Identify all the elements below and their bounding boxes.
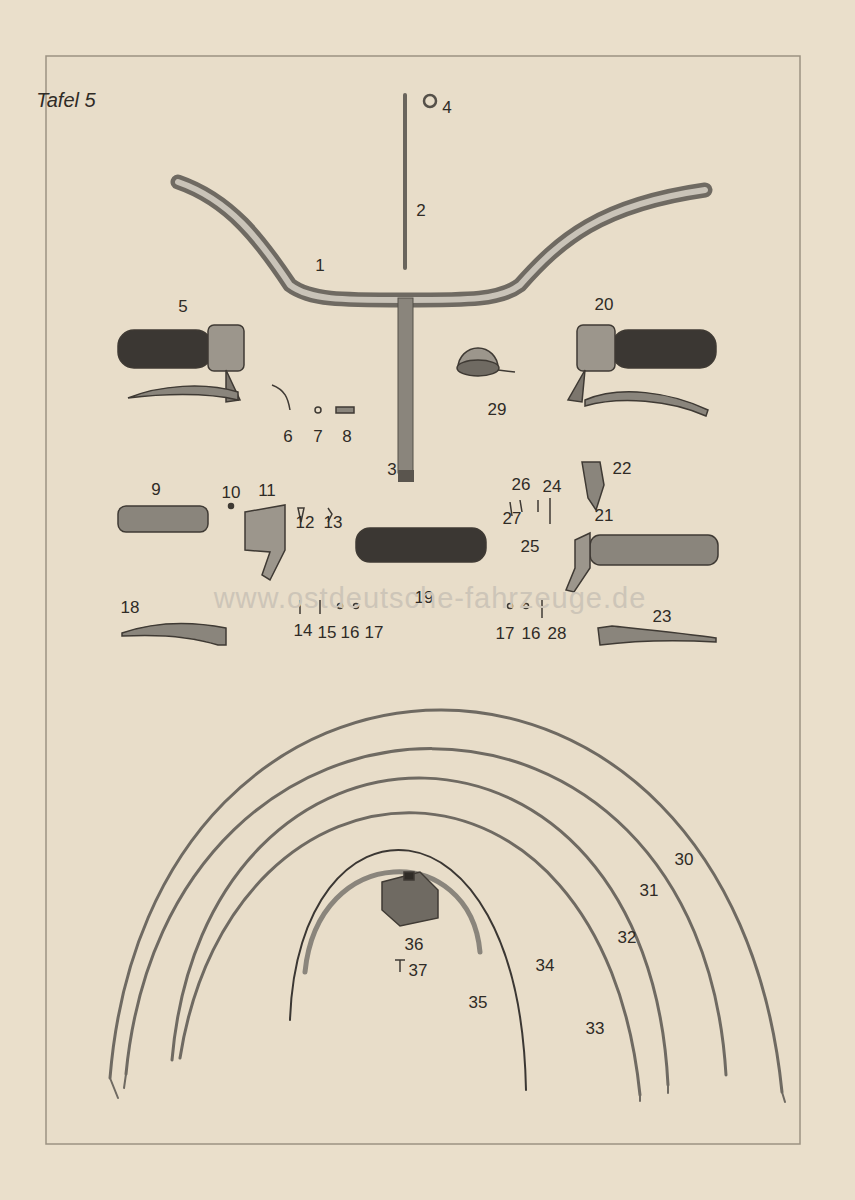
handlebar	[178, 95, 705, 482]
grips-and-levers	[118, 325, 718, 645]
callout-number: 17	[365, 624, 384, 641]
callout-number: 26	[512, 476, 531, 493]
callout-number: 32	[618, 929, 637, 946]
callout-number: 25	[521, 538, 540, 555]
callout-number: 5	[178, 298, 187, 315]
callout-number: 18	[121, 599, 140, 616]
callout-number: 22	[613, 460, 632, 477]
callout-number: 27	[503, 510, 522, 527]
callout-number: 21	[595, 507, 614, 524]
watermark: www.ostdeutsche-fahrzeuge.de	[214, 584, 647, 613]
callout-number: 17	[496, 625, 515, 642]
callout-number: 36	[405, 936, 424, 953]
callout-number: 6	[283, 428, 292, 445]
callout-number: 20	[595, 296, 614, 313]
callout-number: 24	[543, 478, 562, 495]
callout-number: 34	[536, 957, 555, 974]
plate-title: Tafel 5	[36, 90, 95, 110]
callout-number: 11	[258, 482, 276, 499]
callout-number: 12	[296, 514, 315, 531]
callout-number: 30	[675, 851, 694, 868]
callout-number: 4	[442, 99, 451, 116]
callout-number: 33	[586, 1020, 605, 1037]
callout-number: 14	[294, 622, 313, 639]
callout-number: 7	[313, 428, 322, 445]
callout-number: 3	[387, 461, 396, 478]
cables	[110, 710, 785, 1102]
callout-number: 16	[341, 624, 360, 641]
callout-number: 2	[416, 202, 425, 219]
callout-number: 15	[318, 624, 337, 641]
switch	[382, 872, 438, 972]
plate-frame	[46, 56, 800, 1144]
callout-number: 10	[222, 484, 241, 501]
callout-number: 23	[653, 608, 672, 625]
callout-number: 8	[342, 428, 351, 445]
callout-number: 16	[522, 625, 541, 642]
callout-number: 9	[151, 481, 160, 498]
callout-number: 35	[469, 994, 488, 1011]
callout-number: 1	[315, 257, 324, 274]
callout-number: 13	[324, 514, 343, 531]
callout-number: 37	[409, 962, 428, 979]
callout-number: 31	[640, 882, 659, 899]
callout-number: 29	[488, 401, 507, 418]
callout-number: 28	[548, 625, 567, 642]
